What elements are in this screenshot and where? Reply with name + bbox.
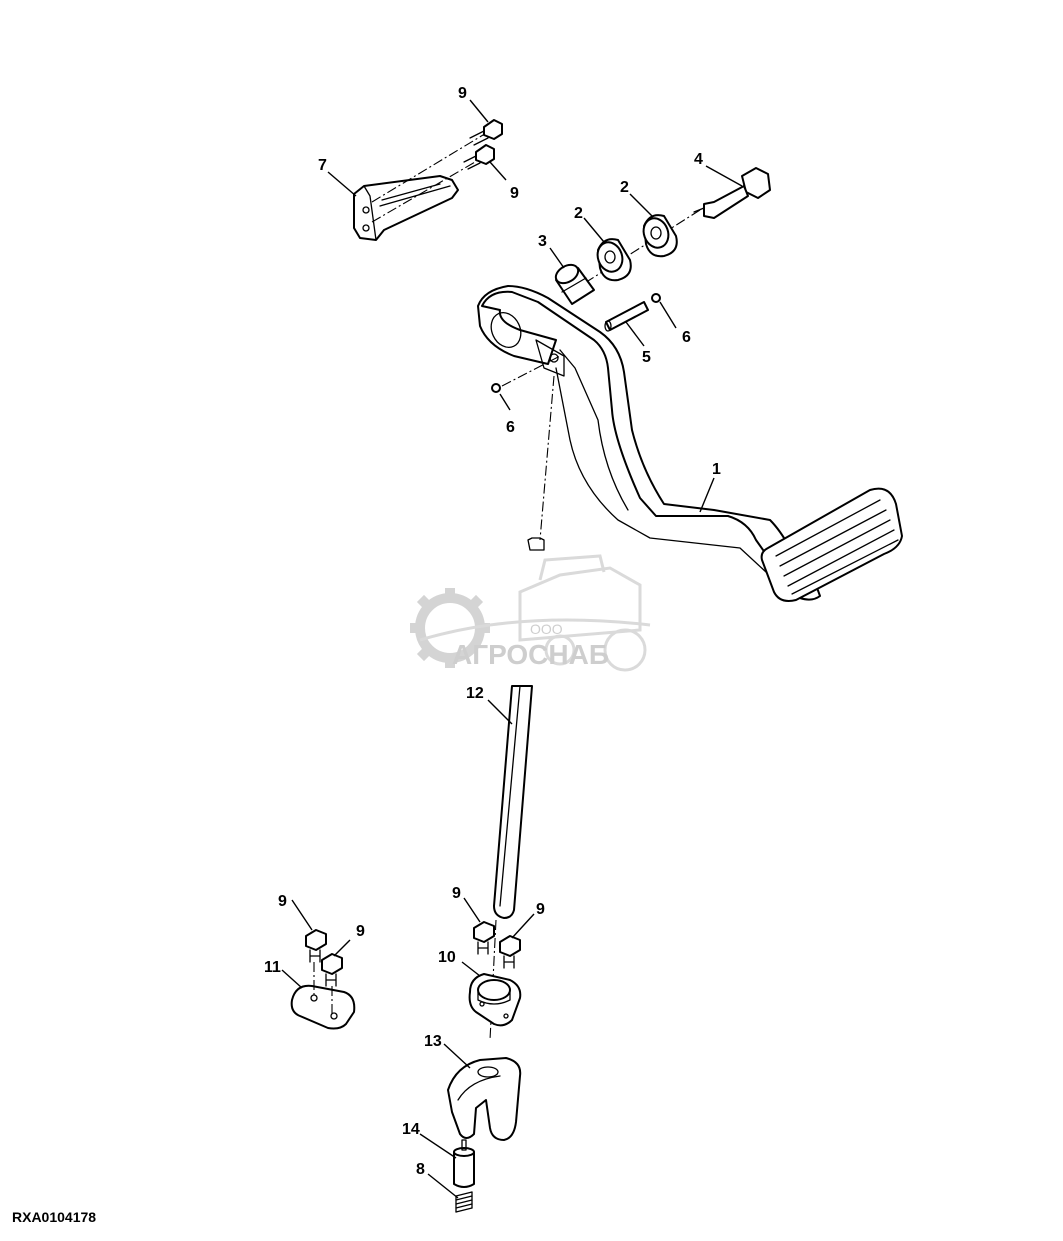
- centerline-bracket-bolt-upper: [371, 131, 489, 203]
- watermark: ООО АГРОСНАБ: [410, 554, 651, 672]
- watermark-company-name: АГРОСНАБ: [452, 639, 609, 670]
- callout-12: 12: [466, 685, 484, 702]
- part-9-bolt-upper: [469, 119, 503, 146]
- callout-4: 4: [694, 151, 703, 168]
- part-14-roller: [453, 1139, 475, 1188]
- callout-9-top-lower: 9: [510, 185, 519, 202]
- callout-6-right: 6: [682, 329, 691, 346]
- centerline-bracket-bolt-lower: [371, 157, 483, 223]
- callout-9-bottom-left-b: 9: [356, 923, 365, 940]
- part-9-bolt-lower: [463, 144, 495, 170]
- part-4-bolt: [693, 167, 771, 219]
- callout-5: 5: [642, 349, 651, 366]
- watermark-company-prefix: ООО: [530, 621, 563, 637]
- watermark-harvester-icon: [419, 554, 651, 672]
- callout-2-right: 2: [620, 179, 629, 196]
- leader-lines: [281, 99, 743, 1199]
- callout-1: 1: [712, 461, 721, 478]
- part-10-bearing-housing: [468, 973, 522, 1027]
- callout-9-top-upper: 9: [458, 85, 467, 102]
- callout-2-left: 2: [574, 205, 583, 222]
- callout-8: 8: [416, 1161, 425, 1178]
- part-1-pedal: [477, 285, 903, 602]
- part-3-bushing: [554, 263, 595, 305]
- callout-14: 14: [402, 1121, 420, 1138]
- callout-9-bottom-mid-b: 9: [536, 901, 545, 918]
- callout-3: 3: [538, 233, 547, 250]
- rod-clip-icon: [527, 537, 545, 551]
- part-6-clip-left: [491, 383, 501, 393]
- figure-id: RXA0104178: [12, 1209, 96, 1225]
- part-2-washer-right: [642, 214, 678, 258]
- callout-9-bottom-left-a: 9: [278, 893, 287, 910]
- centerline-rod-upper: [539, 375, 555, 541]
- part-11-plate: [290, 984, 356, 1030]
- watermark-gear-icon: [410, 588, 490, 668]
- part-12-rod: [493, 685, 533, 919]
- callout-10: 10: [438, 949, 456, 966]
- callout-11: 11: [264, 959, 281, 976]
- part-6-clip-right: [651, 293, 661, 303]
- centerline-pin: [501, 355, 561, 387]
- part-9-bolt-mid-a: [473, 921, 495, 955]
- part-9-bolt-mid-b: [499, 935, 521, 969]
- part-2-washer-left: [596, 238, 632, 282]
- part-5-pin: [604, 301, 649, 332]
- callout-6-left: 6: [506, 419, 515, 436]
- callout-13: 13: [424, 1033, 442, 1050]
- callout-7: 7: [318, 157, 327, 174]
- part-9-bolt-left-b: [321, 953, 343, 987]
- part-7-bracket: [353, 175, 459, 241]
- centerline-pivot: [579, 209, 701, 287]
- callout-labels: 1 2 2 3 4 5 6 6 7 9 9 12 9 9 9 9 10 11 1…: [264, 85, 721, 1178]
- callout-9-bottom-mid-a: 9: [452, 885, 461, 902]
- part-9-bolt-left-a: [305, 929, 327, 963]
- part-13-fork: [447, 1057, 522, 1141]
- part-8-spring: [455, 1191, 473, 1213]
